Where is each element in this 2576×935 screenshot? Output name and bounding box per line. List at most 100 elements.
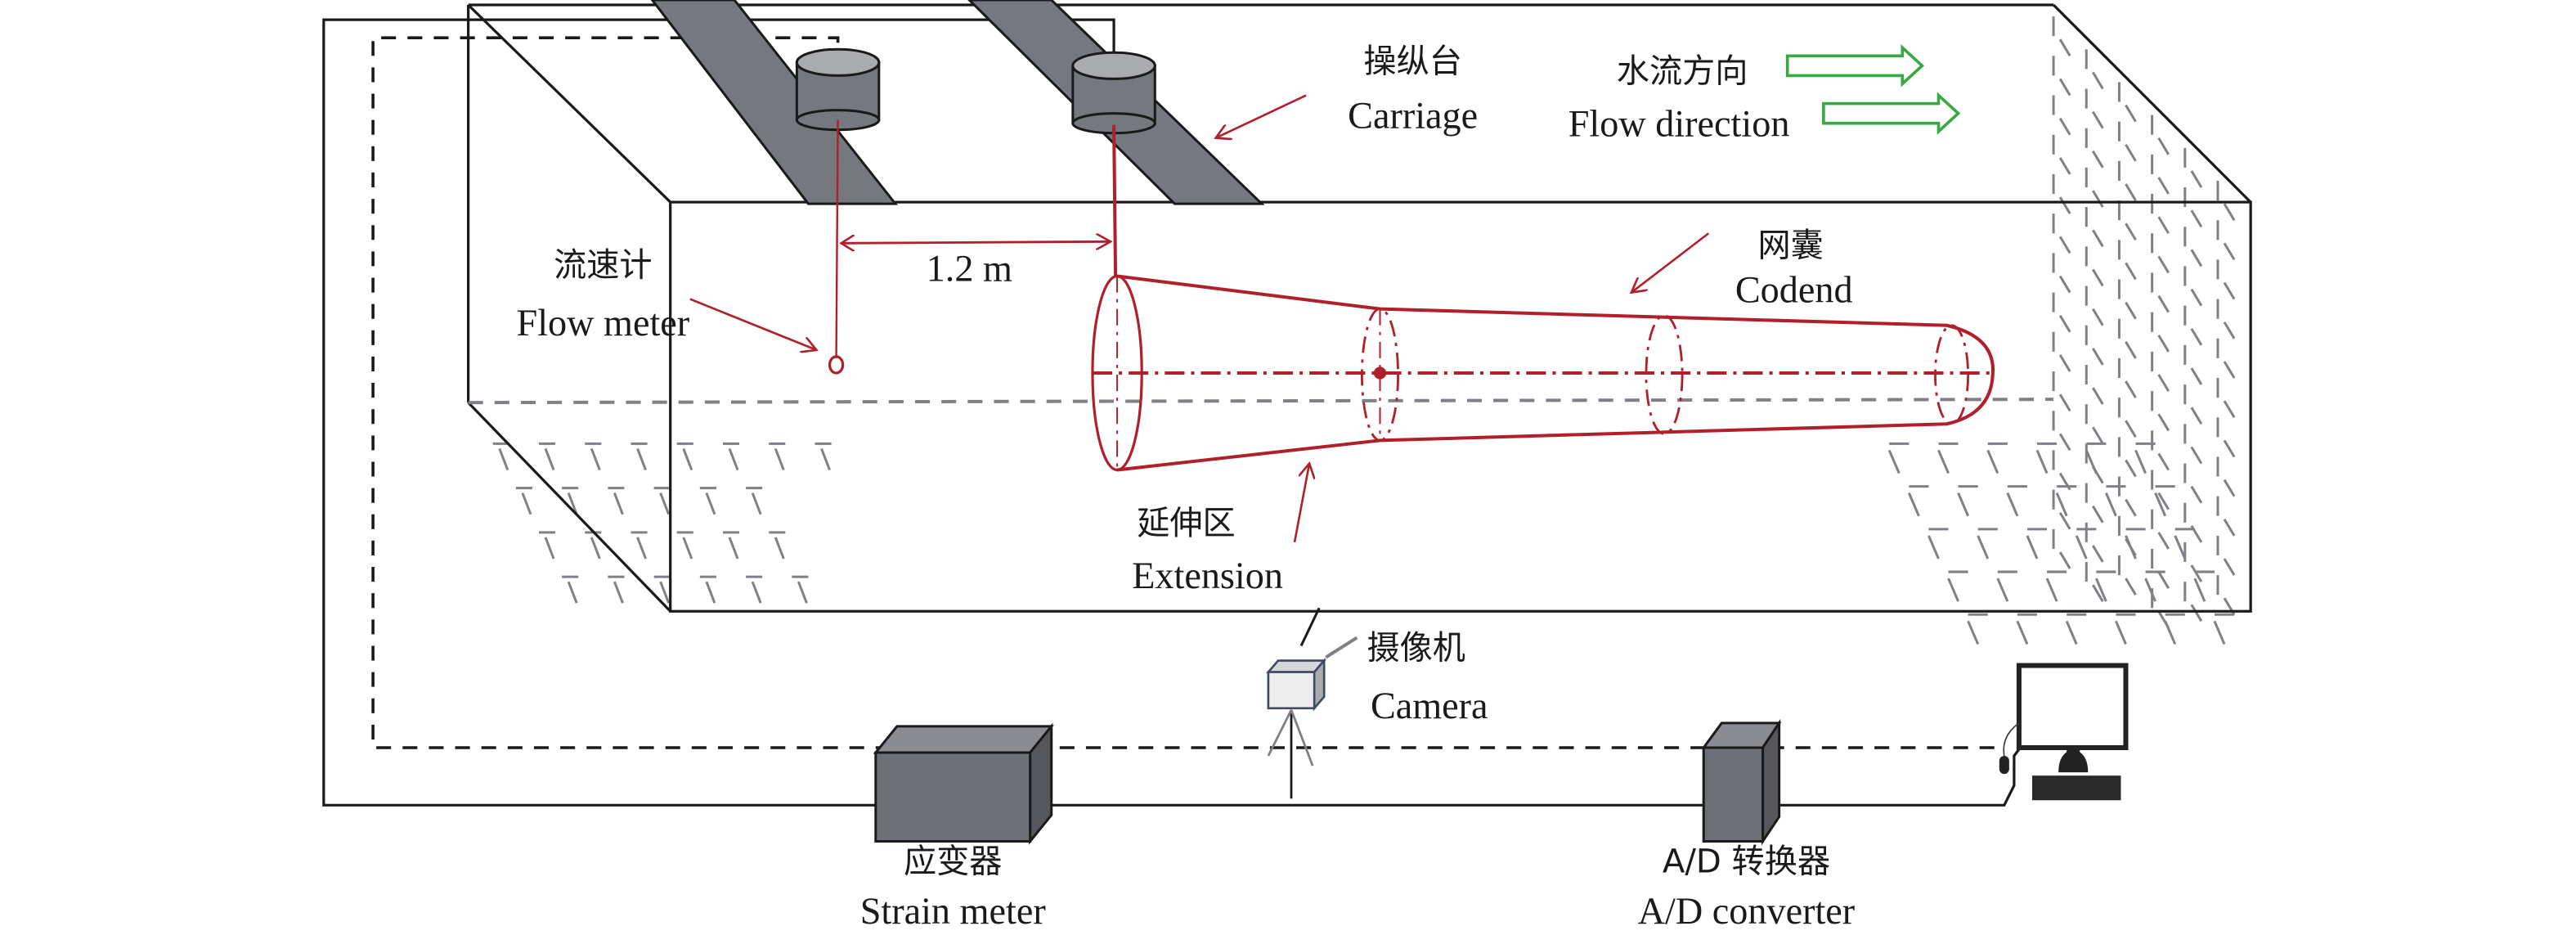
solid-signal-cable xyxy=(322,18,2026,807)
wall-hatch-tick xyxy=(2058,511,2071,530)
wall-hatch-tick xyxy=(2157,255,2170,274)
wall-hatch-tick xyxy=(2223,321,2236,339)
wall-hatch-tick xyxy=(2092,584,2104,602)
wall-hatch-tick xyxy=(2125,223,2137,241)
strain-meter-label-en: Strain meter xyxy=(860,890,1046,932)
wall-hatch-tick xyxy=(2223,519,2236,537)
load-cell-1 xyxy=(795,47,881,132)
floor-hatch-tick xyxy=(2144,578,2157,602)
floor-hatch-tick xyxy=(1996,578,2009,602)
floor-hatch-tick xyxy=(1928,535,1940,560)
trawl-net xyxy=(1091,274,1995,472)
flow-meter-pointer-arrow xyxy=(689,298,817,350)
floor-hatch-tick xyxy=(567,581,578,604)
flow-direction-label-en: Flow direction xyxy=(1568,103,1790,145)
net-towing-line xyxy=(1112,124,1118,276)
net-outline xyxy=(1116,274,1995,472)
computer-mouse xyxy=(1999,756,2009,775)
wall-hatch-tick xyxy=(2190,327,2203,346)
wall-hatch-tick xyxy=(2157,177,2170,195)
wall-hatch-tick xyxy=(2092,71,2104,90)
wall-hatch-tick xyxy=(2223,203,2236,221)
computer xyxy=(1999,663,2129,801)
net-ring-end xyxy=(1934,324,1970,425)
floor-hatch-tick xyxy=(705,492,716,515)
wall-hatch-tick xyxy=(2125,262,2137,281)
floor-hatch-tick xyxy=(544,537,555,560)
ad-converter-device xyxy=(1701,718,1782,846)
wall-hatch-tick xyxy=(2157,610,2170,629)
flow-direction-label-zh: 水流方向 xyxy=(1617,52,1748,90)
wall-hatch-tick xyxy=(2157,532,2170,550)
wall-hatch-tick xyxy=(2157,216,2170,235)
wall-hatch-tick xyxy=(2058,393,2071,411)
floor-hatch-tick xyxy=(2104,492,2117,517)
floor-hatch-tick xyxy=(2045,578,2058,602)
wall-hatch-tick xyxy=(2223,558,2236,576)
floor-hatch-tick xyxy=(1887,449,1901,474)
wall-hatch-tick xyxy=(2092,387,2104,405)
wall-hatch-tick xyxy=(2125,380,2137,398)
carriage-bar-1 xyxy=(650,0,899,205)
floor-hatch-tick xyxy=(636,447,647,471)
flow-meter-rope xyxy=(835,119,839,358)
wall-hatch-tick xyxy=(2092,268,2104,287)
wall-hatch-tick xyxy=(2157,413,2170,432)
floor-hatch-tick xyxy=(2115,620,2127,645)
floor-hatch-tick xyxy=(1967,620,1980,645)
ad-converter-label-en: A/D converter xyxy=(1638,890,1855,932)
net-ring-codend xyxy=(1645,314,1684,435)
wall-hatch-tick xyxy=(2157,137,2170,155)
wall-hatch-tick xyxy=(2190,604,2203,623)
floor-hatch-tick xyxy=(797,581,808,604)
wall-hatch-tick xyxy=(2157,492,2170,510)
wall-hatch-tick xyxy=(2092,426,2104,445)
wall-hatch-tick xyxy=(2125,578,2137,596)
wall-hatch-tick xyxy=(2157,374,2170,392)
computer-monitor xyxy=(2016,663,2129,751)
wall-hatch-tick xyxy=(2058,472,2071,491)
floor-hatch-tick xyxy=(2065,620,2078,645)
floor-hatch-tick xyxy=(590,537,601,560)
tank-front-face xyxy=(669,200,2252,613)
wall-hatch-tick xyxy=(2058,78,2071,97)
floor-hatch-tick xyxy=(659,492,671,515)
floor-hatch-tick xyxy=(636,537,647,560)
wall-hatch-tick xyxy=(2058,38,2071,57)
floor-hatch-tick xyxy=(590,447,601,471)
floor-hatch-tick xyxy=(682,537,693,560)
water-hatching xyxy=(492,16,2236,645)
wall-hatch-tick xyxy=(2058,551,2071,569)
wall-hatch-tick xyxy=(2223,479,2236,497)
camera-label-zh: 摄像机 xyxy=(1367,630,1465,668)
flow-arrow-1 xyxy=(1785,44,1925,88)
flow-meter-label-zh: 流速计 xyxy=(554,246,652,284)
flume-tank xyxy=(467,3,2252,613)
wall-hatch-tick xyxy=(2092,308,2104,326)
floor-hatch-tick xyxy=(1957,492,1970,517)
floor-hatch-tick xyxy=(2134,449,2147,474)
floor-hatch-tick xyxy=(2213,620,2226,645)
wall-hatch-tick xyxy=(2157,335,2170,353)
wall-hatch-tick xyxy=(2058,314,2071,333)
strain-meter-device xyxy=(873,722,1054,845)
carriage-pointer-arrow xyxy=(1216,94,1307,138)
wall-hatch-tick xyxy=(2190,288,2203,307)
floor-hatch-tick xyxy=(2154,492,2167,517)
floor-hatch-tick xyxy=(521,492,532,515)
floor-hatch-tick xyxy=(498,447,509,471)
floor-hatch-tick xyxy=(1986,449,1999,474)
wall-hatch-tick xyxy=(2190,170,2203,188)
wall-hatch-tick xyxy=(2223,361,2236,379)
floor-hatch-tick xyxy=(1907,492,1920,517)
wall-hatch-tick xyxy=(2125,538,2137,556)
codend-label-zh: 网囊 xyxy=(1758,227,1824,264)
net-joint-node xyxy=(1373,366,1387,380)
wall-hatch-tick xyxy=(2092,348,2104,366)
wall-hatch-tick xyxy=(2190,209,2203,227)
floor-hatch-tick xyxy=(544,447,555,471)
wall-hatch-tick xyxy=(2190,485,2203,504)
wall-hatch-tick xyxy=(2190,407,2203,425)
wall-hatch-tick xyxy=(2223,281,2236,300)
